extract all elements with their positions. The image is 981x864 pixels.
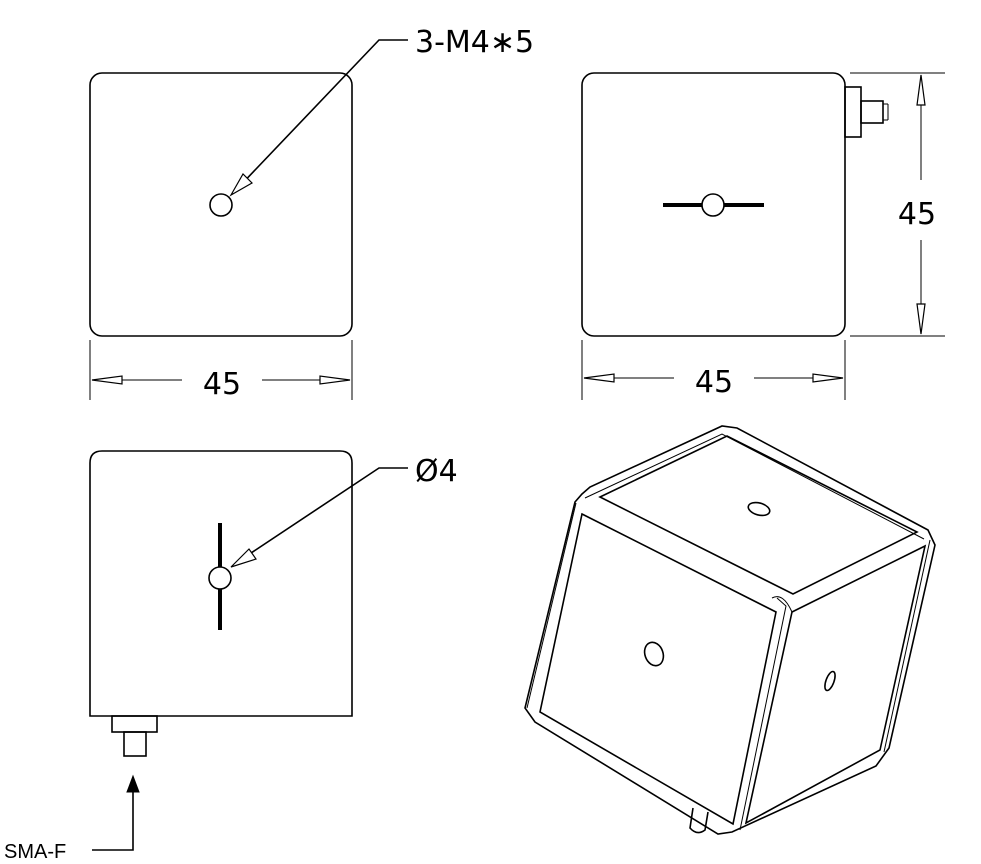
diameter-callout-text: Ø4: [415, 454, 458, 489]
isometric-front-corner: [771, 596, 793, 613]
side-width-dimension: 45: [695, 365, 733, 400]
diameter-callout-leader: [235, 467, 408, 564]
isometric-top-rim: [584, 433, 925, 540]
hole-callout-text: 3-M4∗5: [415, 25, 534, 60]
isometric-left-hole: [643, 641, 665, 667]
isometric-right-hole: [824, 670, 836, 692]
isometric-right-edge: [883, 539, 931, 753]
connector-label: SMA-F: [4, 841, 66, 863]
side-dim-arrow-right: [812, 373, 844, 383]
front-dim-arrow-left: [91, 375, 123, 385]
side-dim-arrow-left: [583, 373, 615, 383]
diameter-callout-arrowhead: [230, 548, 257, 568]
isometric-left-face: [539, 512, 777, 826]
hole-callout-leader: [235, 39, 408, 191]
isometric-front-edge: [739, 597, 787, 831]
side-height-arrow-top: [916, 74, 926, 106]
isometric-top-face: [598, 435, 919, 595]
front-view: 3-M4∗5 45: [89, 25, 534, 402]
isometric-view: [524, 425, 936, 835]
front-dim-arrow-right: [319, 375, 351, 385]
sma-leader-arrowhead: [126, 774, 140, 793]
isometric-left-edge: [526, 502, 577, 709]
side-height-dimension: 45: [898, 197, 936, 232]
isometric-right-face: [744, 544, 927, 825]
front-width-dimension: 45: [203, 367, 241, 402]
side-view-hole: [701, 193, 725, 217]
bottom-view: Ø4 SMA-F: [4, 450, 458, 863]
side-view: 45 45: [581, 72, 945, 400]
bottom-connector-pin: [123, 731, 147, 757]
sma-leader: [92, 788, 134, 851]
bottom-connector-base: [111, 715, 158, 733]
isometric-top-hole: [747, 501, 771, 517]
front-view-body: [89, 72, 353, 337]
side-connector-pin: [860, 100, 884, 124]
hole-callout-arrowhead: [229, 173, 253, 197]
side-height-arrow-bottom: [916, 303, 926, 335]
front-view-hole: [209, 193, 233, 217]
bottom-view-hole: [208, 566, 232, 590]
isometric-body-outline: [524, 425, 936, 835]
side-connector-base: [844, 86, 862, 138]
isometric-connector: [689, 807, 709, 834]
